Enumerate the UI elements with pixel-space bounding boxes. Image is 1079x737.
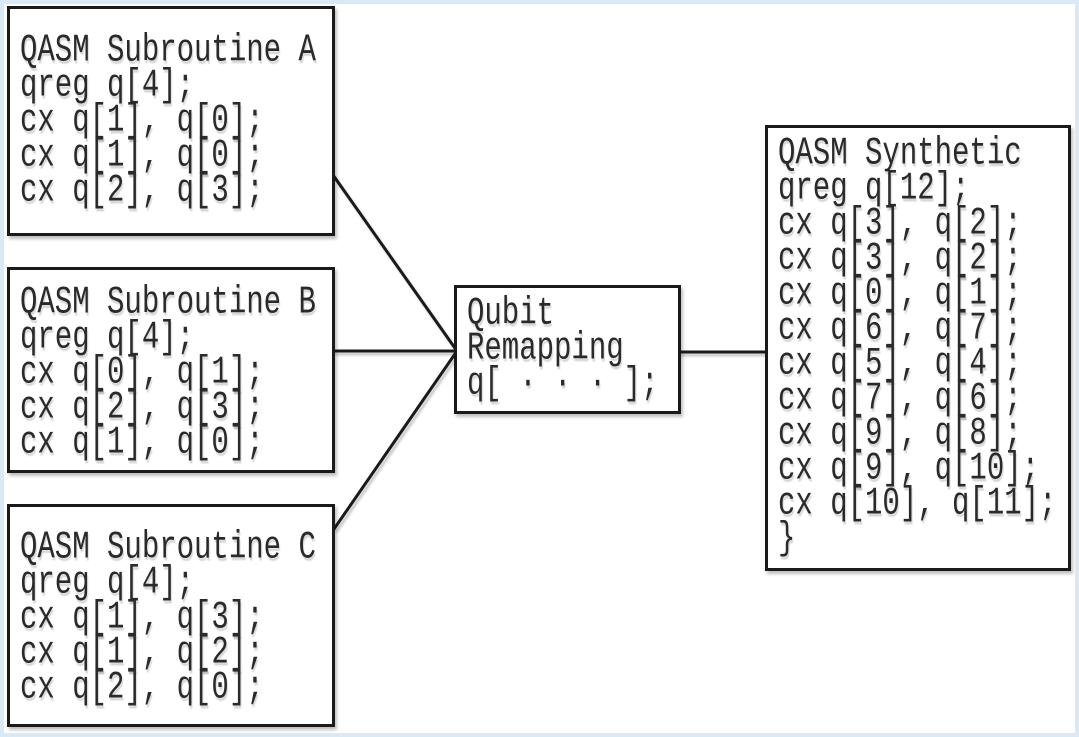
box-title: Qubit bbox=[467, 291, 555, 336]
box-title: Remapping bbox=[467, 326, 624, 371]
code-line: cx q[9], q[10]; bbox=[778, 446, 1040, 491]
qasm-synthetic-box: QASM Synthetic qreg q[12]; cx q[3], q[2]… bbox=[765, 125, 1071, 571]
code-line: cx q[3], q[2]; bbox=[778, 236, 1022, 281]
code-line: cx q[0], q[1]; bbox=[778, 271, 1022, 316]
code-line: cx q[1], q[2]; bbox=[20, 630, 264, 675]
connector-c-to-remapping bbox=[332, 350, 459, 530]
code-line: cx q[6], q[7]; bbox=[778, 306, 1022, 351]
box-title: QASM Subroutine A bbox=[20, 28, 316, 73]
qasm-subroutine-c-box: QASM Subroutine C qreg q[4]; cx q[1], q[… bbox=[7, 504, 335, 727]
code-line: cx q[2], q[3]; bbox=[20, 385, 264, 430]
code-line: cx q[2], q[3]; bbox=[20, 168, 264, 213]
code-line: cx q[3], q[2]; bbox=[778, 201, 1022, 246]
code-line: cx q[7], q[6]; bbox=[778, 376, 1022, 421]
code-line: cx q[5], q[4]; bbox=[778, 341, 1022, 386]
code-line: } bbox=[778, 516, 796, 561]
code-line: cx q[1], q[0]; bbox=[20, 133, 264, 178]
code-line: cx q[1], q[3]; bbox=[20, 595, 264, 640]
code-line: qreg q[4]; bbox=[20, 63, 195, 108]
code-line: cx q[0], q[1]; bbox=[20, 350, 264, 395]
code-line: cx q[10], q[11]; bbox=[778, 481, 1057, 526]
code-line: cx q[1], q[0]; bbox=[20, 420, 264, 465]
qasm-subroutine-a-box: QASM Subroutine A qreg q[4]; cx q[1], q[… bbox=[7, 6, 335, 236]
code-line: qreg q[4]; bbox=[20, 560, 195, 605]
box-title: QASM Subroutine C bbox=[20, 525, 316, 570]
code-line: qreg q[12]; bbox=[778, 166, 970, 211]
connector-a-to-remapping bbox=[331, 174, 459, 352]
qasm-subroutine-b-box: QASM Subroutine B qreg q[4]; cx q[0], q[… bbox=[7, 267, 335, 473]
code-line: qreg q[4]; bbox=[20, 315, 195, 360]
code-line: cx q[1], q[0]; bbox=[20, 98, 264, 143]
code-line: cx q[2], q[0]; bbox=[20, 665, 264, 710]
box-title: QASM Synthetic bbox=[778, 131, 1022, 176]
qubit-remapping-box: Qubit Remapping q[ · · · ]; bbox=[454, 285, 681, 414]
code-line: cx q[9], q[8]; bbox=[778, 411, 1022, 456]
box-title: QASM Subroutine B bbox=[20, 280, 316, 325]
code-line: q[ · · · ]; bbox=[467, 361, 659, 406]
